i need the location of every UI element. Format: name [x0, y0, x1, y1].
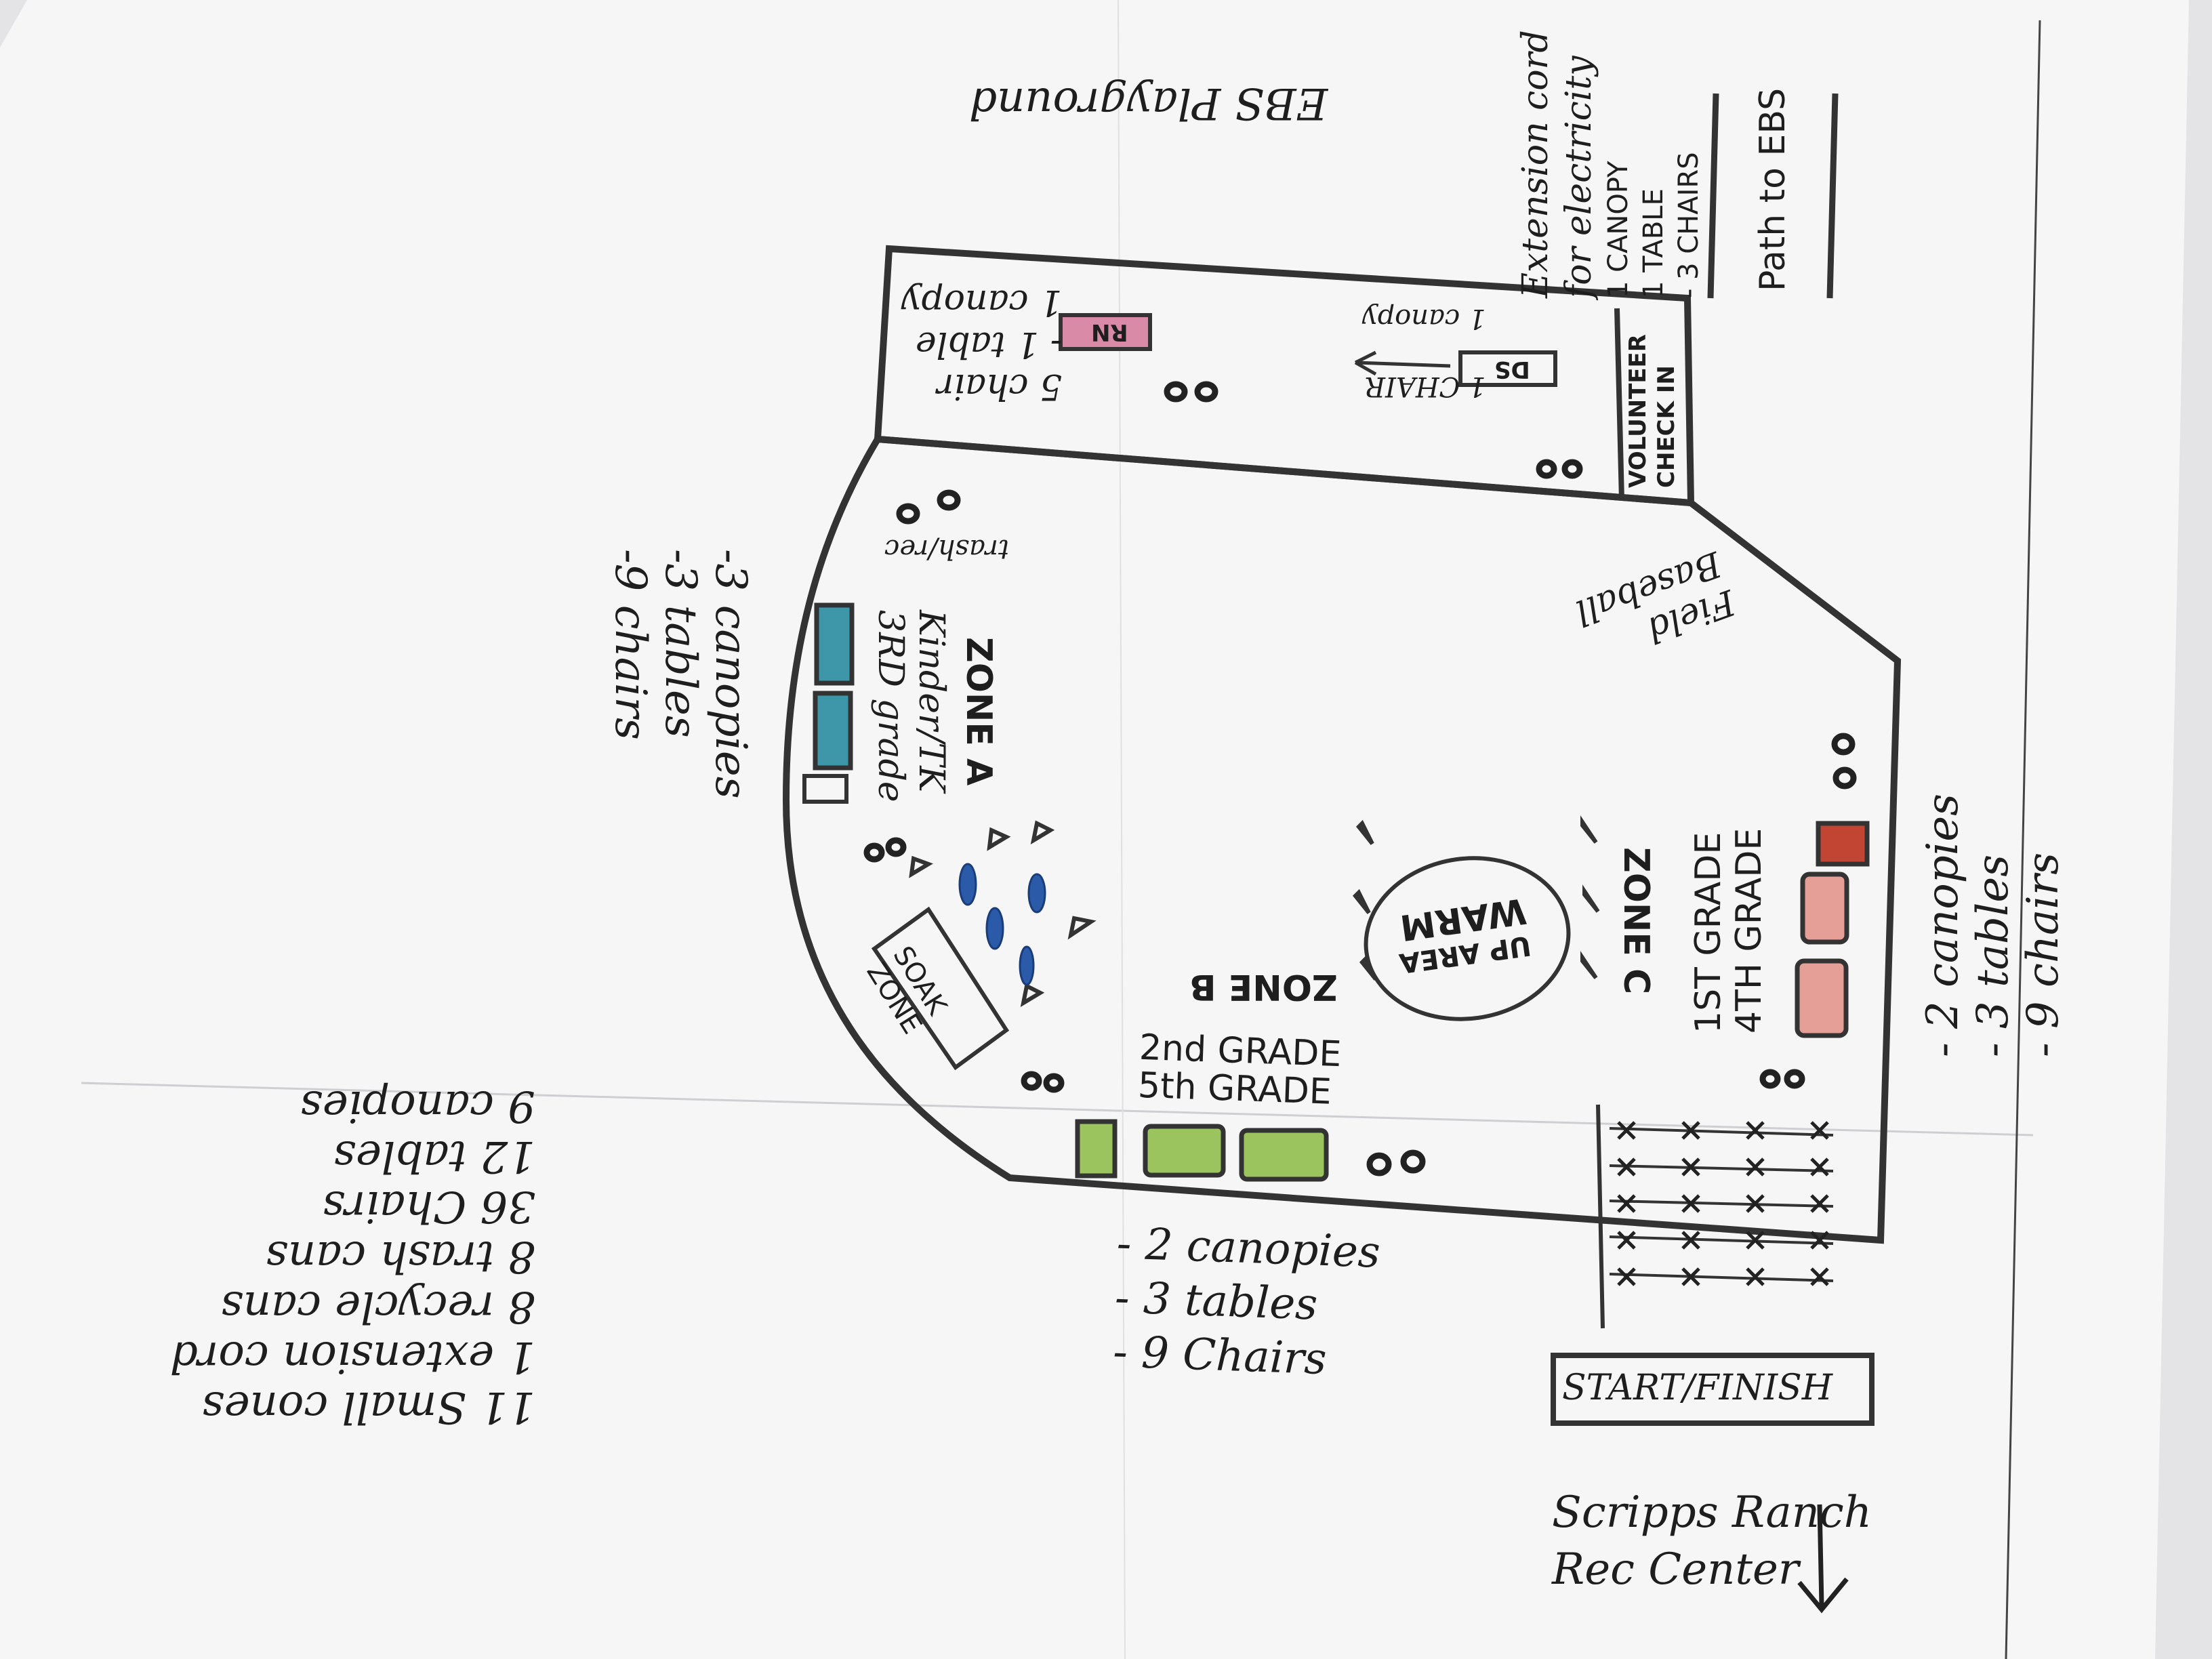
field-outline: [782, 435, 1902, 1244]
total-2: 36 Chairs: [322, 1181, 535, 1231]
rn-note-1: 1 canopy: [901, 282, 1063, 323]
ext-line-3: 1 CANOPY: [1603, 161, 1634, 298]
rec-center-label: Scripps Ranch Rec Center: [1552, 1491, 1872, 1591]
x-mark: [1681, 1158, 1700, 1176]
ds-note-1: 1 canopy: [1362, 303, 1486, 334]
warm-up-circle: [1364, 856, 1571, 1021]
x-mark: [1746, 1231, 1765, 1250]
ext-line-5: - 3 CHAIRS: [1673, 152, 1704, 298]
x-mark: [1681, 1194, 1700, 1213]
start-grid-x-marks: [1617, 1121, 1829, 1286]
zone-b-label: ZONE B: [1189, 966, 1338, 1007]
ds-booth: [1458, 350, 1557, 387]
zone-b-supply-3: - 9 Chairs: [1112, 1327, 1328, 1385]
zone-b-grade-2: 5th GRADE: [1137, 1065, 1332, 1113]
volunteer-checkin: VOLUNTEER CHECK IN: [1624, 334, 1680, 488]
ds-label: DS: [1494, 356, 1530, 383]
path-line-right: [1826, 93, 1839, 299]
zone-a-supply-3: -9 chairs: [605, 549, 655, 740]
ext-line-1: Extension cord: [1515, 30, 1556, 298]
total-5: 1 extension cord: [169, 1332, 535, 1382]
start-grid: [1609, 1127, 1834, 1282]
rn-note-3: 5 chair: [937, 366, 1063, 407]
zone-b-supply-2: - 3 tables: [1113, 1273, 1319, 1330]
x-mark: [1810, 1231, 1829, 1250]
path-to-ebs-label: Path to EBS: [1753, 87, 1793, 291]
zone-b-booth-2: [1143, 1124, 1226, 1178]
x-mark: [1746, 1194, 1765, 1213]
zone-a-booth-3: [802, 774, 848, 804]
volunteer-line-1: VOLUNTEER: [1624, 334, 1652, 488]
ds-note-2: 1 CHAIR: [1365, 371, 1486, 402]
rec-line-1: Scripps Ranch: [1552, 1488, 1872, 1538]
x-mark: [1746, 1121, 1765, 1140]
zone-c-grade-1: 1ST GRADE: [1688, 832, 1729, 1033]
zone-a-booth-1: [814, 602, 855, 686]
rn-booth: [1059, 313, 1152, 351]
zone-c-supplies: - 2 canopies - 3 tables - 9 chairs: [1918, 794, 2068, 1057]
x-mark: [1617, 1194, 1636, 1213]
rn-note: 5 chair - 1 table 1 canopy: [901, 282, 1063, 407]
zone-c-supply-1: - 2 canopies: [1918, 794, 1968, 1057]
totals-list: 11 Small cones 1 extension cord 8 recycl…: [95, 1081, 535, 1432]
trash-cans: [863, 381, 1857, 1176]
x-mark: [1617, 1158, 1636, 1176]
ext-line-4: 1 TABLE: [1638, 188, 1669, 298]
rec-line-2: Rec Center: [1552, 1544, 1799, 1595]
water-drops: [958, 863, 1046, 986]
zone-a-label: ZONE A: [958, 637, 999, 786]
x-mark: [1810, 1267, 1829, 1286]
volunteer-line-2: CHECK IN: [1653, 365, 1680, 488]
zone-a-grades: Kinder/TK 3RD grade: [870, 610, 951, 802]
total-3: 8 trash cans: [266, 1231, 535, 1282]
total-1: 12 tables: [333, 1131, 535, 1181]
x-mark: [1681, 1121, 1700, 1140]
extension-cord-note: Extension cord for electricity 1 CANOPY …: [1515, 30, 1704, 298]
zone-a-supplies: -3 canopies -3 tables -9 chairs: [605, 549, 756, 799]
total-4: 8 recycle cans: [220, 1282, 535, 1332]
zone-a-booth-2: [813, 691, 853, 771]
zone-b-grades: 2nd GRADE 5th GRADE: [1137, 1027, 1342, 1113]
zone-c-grade-2: 4TH GRADE: [1729, 827, 1769, 1033]
cones: [909, 815, 1600, 1008]
zone-a-grade-1: Kinder/TK: [911, 610, 951, 792]
zone-a-supply-1: -3 canopies: [705, 549, 756, 799]
x-mark: [1810, 1194, 1829, 1213]
trash-tree-label: trash/rec: [884, 533, 1010, 565]
path-line-left: [1707, 93, 1719, 299]
zone-c-booth-red: [1816, 821, 1870, 867]
start-finish-label: START/FINISH: [1562, 1368, 1833, 1408]
zone-c-label: ZONE C: [1616, 847, 1656, 995]
zone-b-booth-1: [1075, 1119, 1118, 1179]
x-mark: [1810, 1121, 1829, 1140]
rn-label: RN: [1091, 319, 1128, 346]
x-mark: [1681, 1231, 1700, 1250]
soak-zone-box: [871, 906, 1010, 1071]
zone-b-supply-1: - 2 canopies: [1115, 1218, 1381, 1278]
total-0: 9 canopies: [300, 1081, 535, 1131]
rn-note-2: - 1 table: [915, 324, 1063, 365]
playground-label: EBS Playground: [969, 78, 1328, 128]
zone-a-grade-2: 3RD grade: [870, 610, 911, 802]
x-mark: [1810, 1158, 1829, 1176]
zone-c-grades: 1ST GRADE 4TH GRADE: [1688, 827, 1769, 1033]
zone-b-supplies: - 2 canopies - 3 tables - 9 Chairs: [1112, 1218, 1381, 1385]
zone-a-supply-2: -3 tables: [655, 549, 705, 738]
zone-c-supply-2: - 3 tables: [1968, 854, 2018, 1057]
start-finish-box: [1551, 1353, 1875, 1426]
zone-c-booth-2: [1795, 958, 1849, 1038]
ext-line-2: for electricity: [1559, 56, 1599, 298]
zone-b-booth-3: [1239, 1128, 1329, 1182]
zone-c-booth-1: [1800, 872, 1849, 945]
x-mark: [1746, 1158, 1765, 1176]
x-mark: [1617, 1121, 1636, 1140]
x-mark: [1617, 1231, 1636, 1250]
ds-note: 1 CHAIR 1 canopy: [1362, 303, 1486, 402]
zone-c-supply-3: - 9 chairs: [2018, 852, 2068, 1057]
x-mark: [1681, 1267, 1700, 1286]
x-mark: [1746, 1267, 1765, 1286]
total-6: 11 Small cones: [201, 1382, 535, 1432]
x-mark: [1617, 1267, 1636, 1286]
